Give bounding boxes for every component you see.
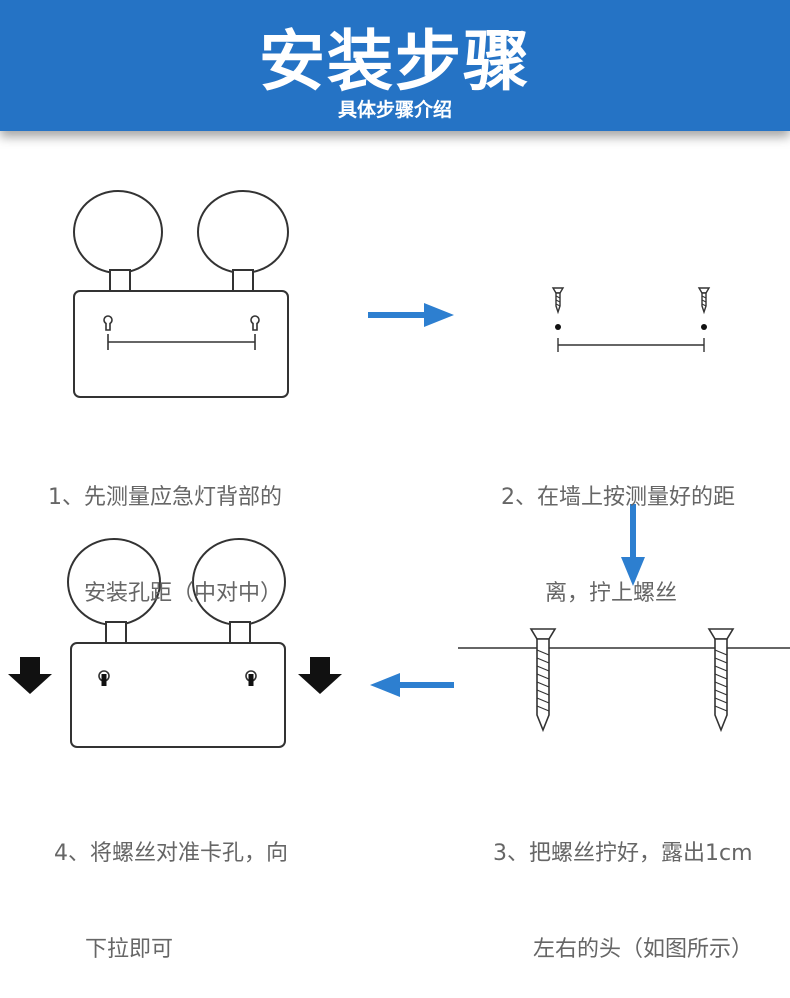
step2-caption-line1: 2、在墙上按测量好的距 xyxy=(501,485,735,510)
lamp-head-right xyxy=(197,190,289,274)
lamp-body xyxy=(70,642,286,748)
measure-line xyxy=(107,334,256,350)
step1-lamp-illustration xyxy=(73,190,289,398)
step3-screws-illustration xyxy=(458,628,790,733)
screw-icon xyxy=(707,628,735,733)
lamp-head-left xyxy=(73,190,163,274)
screw-icon xyxy=(697,287,711,315)
arrow-down-icon xyxy=(621,504,645,586)
screw-icon xyxy=(551,287,565,315)
keyhole-icon xyxy=(250,315,260,331)
black-down-arrow-icon xyxy=(298,657,342,694)
keyhole-icon xyxy=(245,670,257,686)
black-down-arrow-icon xyxy=(8,657,52,694)
lamp-body xyxy=(73,290,289,398)
measure-line xyxy=(557,338,705,352)
step4-caption-line1: 4、将螺丝对准卡孔，向 xyxy=(54,841,288,866)
arrow-right-icon xyxy=(368,303,454,327)
step1-caption: 1、先测量应急灯背部的 安装孔距（中对中） xyxy=(48,418,282,642)
step2-caption: 2、在墙上按测量好的距 离，拧上螺丝 xyxy=(501,418,735,642)
step2-caption-line2: 离，拧上螺丝 xyxy=(545,581,678,606)
page-subtitle: 具体步骤介绍 xyxy=(337,99,452,121)
keyhole-icon xyxy=(103,315,113,331)
keyhole-icon xyxy=(98,670,110,686)
arrow-left-icon xyxy=(370,673,454,697)
step1-caption-line2: 安装孔距（中对中） xyxy=(84,581,283,606)
installation-illustrations xyxy=(8,190,790,748)
header-banner: 安装步骤 具体步骤介绍 xyxy=(0,0,790,131)
lamp-neck-right xyxy=(232,269,254,292)
screw-icon xyxy=(529,628,557,733)
step3-caption-line1: 3、把螺丝拧好，露出1cm xyxy=(493,841,753,866)
step3-caption: 3、把螺丝拧好，露出1cm 左右的头（如图所示） xyxy=(493,774,753,998)
page-title: 安装步骤 xyxy=(259,23,531,100)
step4-caption: 4、将螺丝对准卡孔，向 下拉即可 xyxy=(54,774,288,998)
step2-screws-illustration xyxy=(551,287,711,352)
step3-caption-line2: 左右的头（如图所示） xyxy=(533,937,754,962)
lamp-neck-left xyxy=(109,269,131,292)
step4-caption-line2: 下拉即可 xyxy=(85,937,174,962)
step4-lamp-illustration xyxy=(67,538,286,748)
step1-caption-line1: 1、先测量应急灯背部的 xyxy=(48,485,282,510)
